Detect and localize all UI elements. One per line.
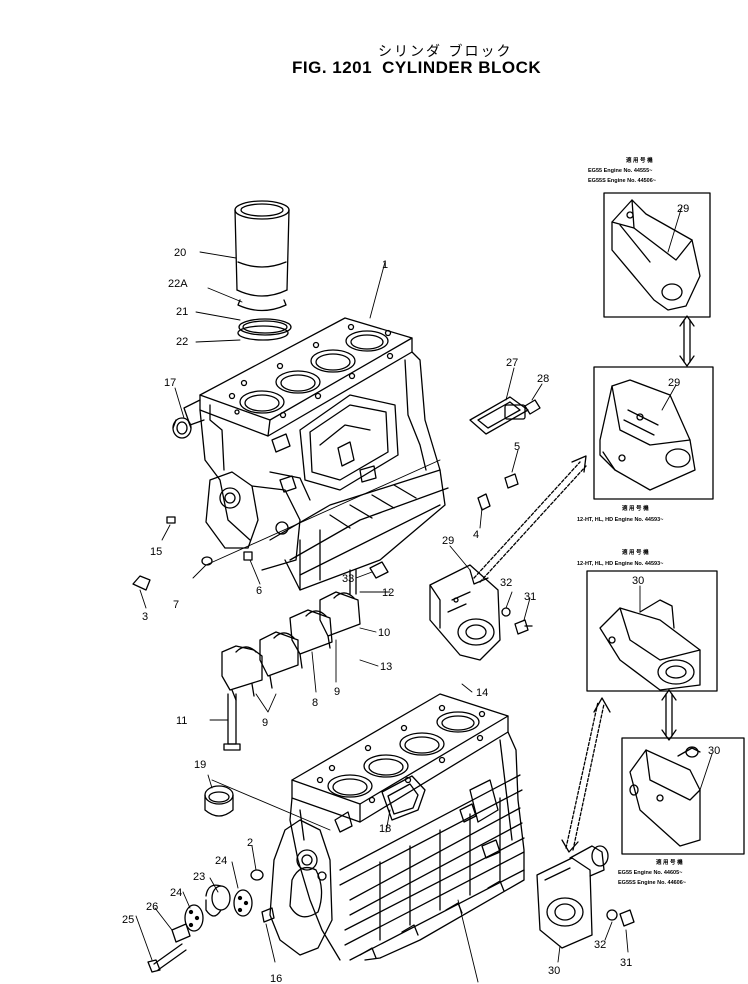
callout-8-right: 8	[188, 599, 194, 611]
caption-29top-line3: EG55S Engine No. 44506~	[588, 178, 656, 184]
bearing-caps-drawing	[221, 569, 361, 751]
callout-7: 7	[173, 599, 179, 611]
callout-30-box-middle: 30	[632, 575, 644, 587]
variant-box-30-bottom	[621, 737, 745, 855]
callout-2: 2	[247, 837, 253, 849]
caption-30bot-line1: 適 用 号 機	[656, 858, 683, 866]
figure-title: FIG. 1201 CYLINDER BLOCK	[292, 58, 551, 78]
caption-29top-line2: EG55 Engine No. 44555~	[588, 168, 652, 174]
cylinder-liner-drawing	[234, 200, 292, 341]
callout-29-box-top: 29	[677, 203, 689, 215]
callout-17: 17	[164, 377, 176, 389]
small-parts-upper	[132, 396, 541, 591]
callout-29-box-middle: 29	[668, 377, 680, 389]
callout-11: 11	[176, 715, 187, 727]
callout-1-upper: 1	[382, 259, 388, 271]
callout-12: 12	[382, 587, 394, 599]
callout-10: 10	[378, 627, 390, 639]
callout-31-lower: 31	[620, 957, 632, 969]
small-parts-lower	[147, 785, 275, 973]
callout-30-box-bottom: 30	[708, 745, 720, 757]
callout-24-lower: 24	[170, 887, 182, 899]
callout-22: 22	[176, 336, 188, 348]
title-japanese: シリンダ ブロック	[378, 44, 513, 60]
callout-8-left: 8	[312, 697, 318, 709]
callout-23: 23	[193, 871, 205, 883]
caption-30mid-line2: 12-HT, HL, HD Engine No. 44593~	[577, 561, 663, 567]
variant-box-29-middle	[593, 366, 714, 500]
variant-box-30-middle	[586, 570, 718, 692]
caption-30bot-line2: EG55 Engine No. 44605~	[618, 870, 682, 876]
callout-28: 28	[537, 373, 549, 385]
figure-name: CYLINDER BLOCK	[382, 58, 542, 77]
variant-captions: 適 用 号 機 EG55 Engine No. 44555~ EG55S Eng…	[577, 156, 686, 886]
callout-32-lower: 32	[594, 939, 606, 951]
leader-lines	[135, 205, 713, 983]
callout-14: 14	[476, 687, 488, 699]
callout-21: 21	[176, 306, 188, 318]
reference-arrows	[469, 315, 695, 853]
upper-cylinder-block-drawing	[183, 317, 449, 591]
callout-18: 18	[379, 823, 391, 835]
callout-5: 5	[514, 441, 520, 453]
callout-16: 16	[270, 973, 282, 984]
callout-32-upper: 32	[500, 577, 512, 589]
callout-13: 13	[380, 661, 392, 673]
caption-29top-line1: 適 用 号 機	[626, 156, 653, 164]
figure-number: FIG. 1201	[292, 58, 373, 77]
callout-26: 26	[146, 901, 158, 913]
callout-27: 27	[506, 357, 518, 369]
callout-labels: 1 1 2 3 4 5 6 7 8 8 9 9 10 11 12 13 14 1…	[122, 203, 720, 984]
callout-31-upper: 31	[524, 591, 536, 603]
callout-24-upper: 24	[215, 855, 227, 867]
callout-22a: 22A	[168, 278, 188, 290]
engine-mount-bracket-30-drawing	[536, 845, 635, 949]
engine-mount-bracket-29-drawing	[429, 564, 533, 661]
callout-19: 19	[194, 759, 206, 771]
variant-box-29-top	[603, 192, 711, 318]
callout-33: 33	[342, 573, 354, 585]
caption-29mid-line2: 12-HT, HL, HD Engine No. 44593~	[577, 517, 663, 523]
callout-6: 6	[256, 585, 262, 597]
caption-30mid-line1: 適 用 号 機	[622, 548, 649, 556]
callout-15: 15	[150, 546, 162, 558]
caption-30bot-line3: EG55S Engine No. 44606~	[618, 880, 686, 886]
callout-9-upper: 9	[334, 686, 340, 698]
callout-9-lower: 9	[262, 717, 268, 729]
callout-20: 20	[174, 247, 186, 259]
callout-4: 4	[473, 529, 479, 541]
lower-cylinder-block-drawing	[269, 693, 525, 961]
callout-29-center: 29	[442, 535, 454, 547]
callout-3: 3	[142, 611, 148, 623]
caption-29mid-line1: 適 用 号 機	[622, 504, 649, 512]
callout-30-lower: 30	[548, 965, 560, 977]
callout-25: 25	[122, 914, 134, 926]
